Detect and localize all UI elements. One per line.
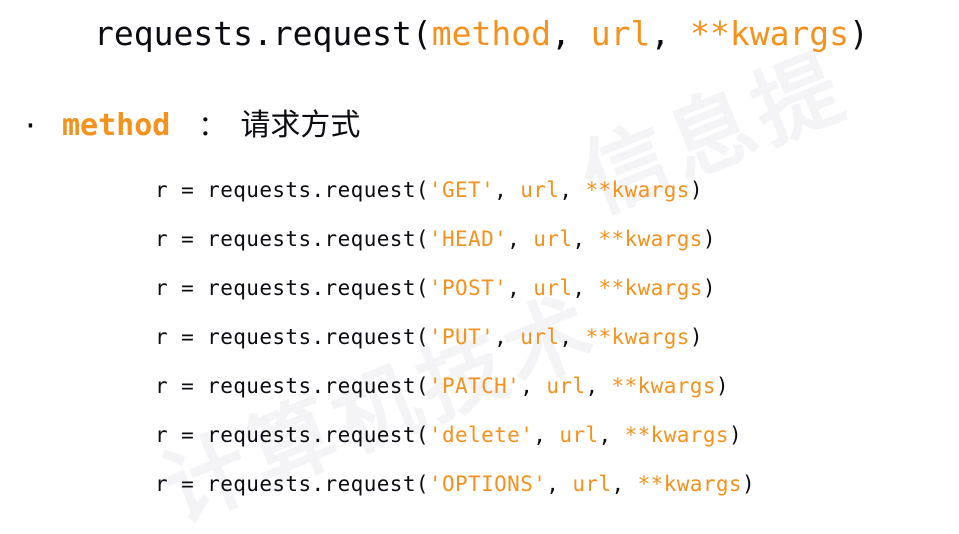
code-prefix: r = requests.request( <box>155 178 429 202</box>
title-separator-2: , <box>650 14 691 53</box>
title-arg-method: method <box>431 14 551 53</box>
code-arg-url: url <box>546 374 586 398</box>
code-prefix: r = requests.request( <box>155 472 429 496</box>
code-comma-2: , <box>598 423 625 447</box>
code-comma-1: , <box>520 374 547 398</box>
code-arg-method: 'delete' <box>428 423 534 447</box>
code-prefix: r = requests.request( <box>155 423 429 447</box>
code-comma-2: , <box>559 325 586 349</box>
code-suffix: ) <box>689 178 703 202</box>
code-prefix: r = requests.request( <box>155 374 429 398</box>
code-arg-url: url <box>572 472 612 496</box>
code-arg-kwargs: **kwargs <box>585 178 690 202</box>
code-arg-method: 'PATCH' <box>428 374 521 398</box>
code-line: r = requests.request('HEAD', url, **kwar… <box>155 215 755 264</box>
code-suffix: ) <box>702 276 716 300</box>
code-arg-kwargs: **kwargs <box>624 423 729 447</box>
code-suffix: ) <box>702 227 716 251</box>
code-arg-url: url <box>533 276 573 300</box>
code-comma-2: , <box>611 472 638 496</box>
code-arg-method: 'PUT' <box>428 325 495 349</box>
page-title: requests.request(method, url, **kwargs) <box>94 14 869 54</box>
code-comma-1: , <box>494 178 521 202</box>
code-arg-method: 'HEAD' <box>428 227 508 251</box>
code-arg-method: 'GET' <box>428 178 495 202</box>
title-arg-kwargs: **kwargs <box>690 14 850 53</box>
code-comma-1: , <box>546 472 573 496</box>
bullet-value-label: 请求方式 <box>240 108 361 143</box>
code-comma-1: , <box>533 423 560 447</box>
code-arg-url: url <box>520 325 560 349</box>
code-arg-kwargs: **kwargs <box>637 472 742 496</box>
code-line: r = requests.request('OPTIONS', url, **k… <box>155 460 755 509</box>
code-comma-1: , <box>507 227 534 251</box>
code-arg-kwargs: **kwargs <box>598 276 703 300</box>
code-suffix: ) <box>728 423 742 447</box>
code-line: r = requests.request('PUT', url, **kwarg… <box>155 313 755 362</box>
title-prefix: requests.request( <box>94 14 432 53</box>
code-comma-2: , <box>559 178 586 202</box>
code-suffix: ) <box>741 472 756 496</box>
title-arg-url: url <box>590 14 651 53</box>
title-suffix: ) <box>849 14 869 53</box>
code-block: r = requests.request('GET', url, **kwarg… <box>155 166 755 509</box>
bullet-dot-icon: · <box>22 109 39 142</box>
code-prefix: r = requests.request( <box>155 227 429 251</box>
code-arg-method: 'POST' <box>428 276 508 300</box>
code-line: r = requests.request('delete', url, **kw… <box>155 411 755 460</box>
code-comma-2: , <box>585 374 612 398</box>
code-arg-method: 'OPTIONS' <box>428 472 547 496</box>
code-comma-2: , <box>572 276 599 300</box>
code-arg-url: url <box>520 178 560 202</box>
code-prefix: r = requests.request( <box>155 325 429 349</box>
code-line: r = requests.request('POST', url, **kwar… <box>155 264 755 313</box>
bullet-key-label: method <box>62 108 171 143</box>
code-suffix: ) <box>715 374 729 398</box>
code-line: r = requests.request('PATCH', url, **kwa… <box>155 362 755 411</box>
code-comma-2: , <box>572 227 599 251</box>
code-arg-url: url <box>559 423 599 447</box>
code-arg-kwargs: **kwargs <box>598 227 703 251</box>
code-comma-1: , <box>507 276 534 300</box>
code-arg-url: url <box>533 227 573 251</box>
bullet-item-method: · method ： 请求方式 <box>22 106 360 146</box>
code-arg-kwargs: **kwargs <box>611 374 716 398</box>
code-line: r = requests.request('GET', url, **kwarg… <box>155 166 755 215</box>
bullet-separator: ： <box>198 109 227 142</box>
code-comma-1: , <box>494 325 521 349</box>
title-separator-1: , <box>550 14 591 53</box>
code-arg-kwargs: **kwargs <box>585 325 690 349</box>
code-prefix: r = requests.request( <box>155 276 429 300</box>
code-suffix: ) <box>689 325 703 349</box>
